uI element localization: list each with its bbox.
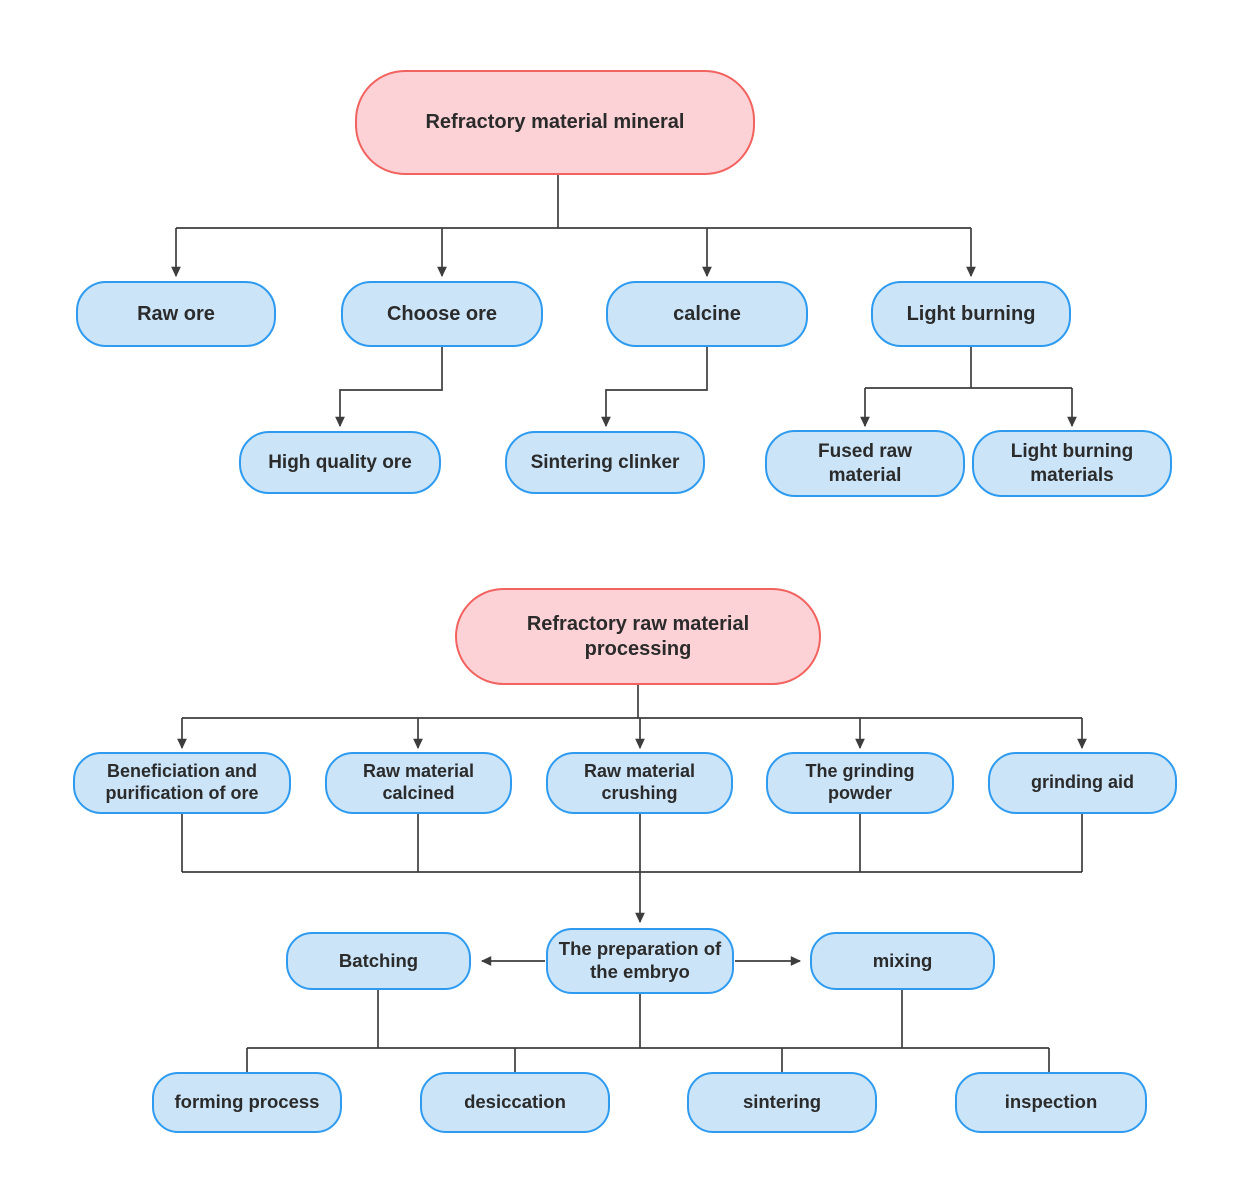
node-refractory-material-mineral: Refractory material mineral <box>355 70 755 175</box>
node-sintering-clinker: Sintering clinker <box>505 431 705 494</box>
node-sintering: sintering <box>687 1072 877 1133</box>
node-choose-ore: Choose ore <box>341 281 543 347</box>
node-beneficiation-purification: Beneficiation and purification of ore <box>73 752 291 814</box>
node-grinding-powder: The grinding powder <box>766 752 954 814</box>
node-raw-ore: Raw ore <box>76 281 276 347</box>
node-calcine: calcine <box>606 281 808 347</box>
node-grinding-aid: grinding aid <box>988 752 1177 814</box>
node-desiccation: desiccation <box>420 1072 610 1133</box>
node-light-burning-materials: Light burning materials <box>972 430 1172 497</box>
node-fused-raw-material: Fused raw material <box>765 430 965 497</box>
node-raw-material-crushing: Raw material crushing <box>546 752 733 814</box>
node-refractory-raw-material-processing: Refractory raw material processing <box>455 588 821 685</box>
connector-choose-ore-to-high-quality <box>335 347 443 428</box>
node-mixing: mixing <box>810 932 995 990</box>
node-batching: Batching <box>286 932 471 990</box>
node-inspection: inspection <box>955 1072 1147 1133</box>
node-preparation-of-embryo: The preparation of the embryo <box>546 928 734 994</box>
node-forming-process: forming process <box>152 1072 342 1133</box>
node-light-burning: Light burning <box>871 281 1071 347</box>
node-raw-material-calcined: Raw material calcined <box>325 752 512 814</box>
node-high-quality-ore: High quality ore <box>239 431 441 494</box>
connector-calcine-to-sintering-clinker <box>601 347 708 428</box>
